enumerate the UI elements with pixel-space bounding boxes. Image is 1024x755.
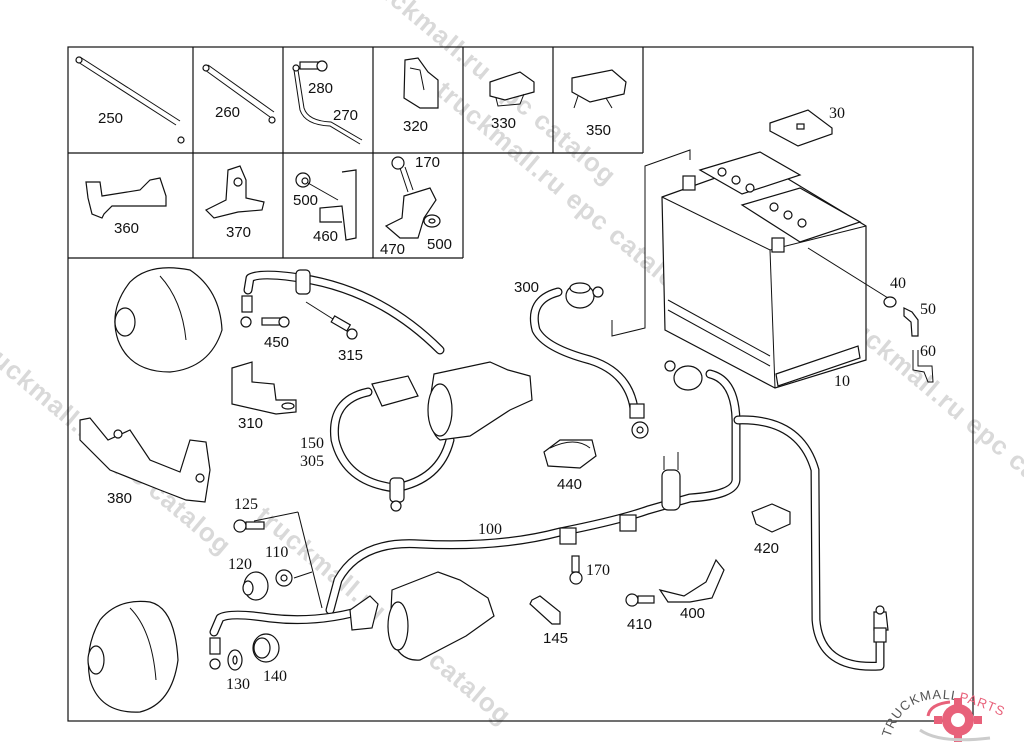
callout-30: 30	[829, 105, 845, 122]
part-100-battery-cable[interactable]	[325, 360, 889, 671]
callout-125: 125	[234, 496, 258, 513]
part-460-bracket[interactable]	[319, 169, 357, 241]
svg-text:TRUCKMALLPARTS: TRUCKMALLPARTS	[879, 687, 1008, 739]
gear-icon	[919, 698, 991, 742]
part-315-screw[interactable]	[330, 315, 358, 340]
callout-100: 100	[478, 521, 502, 538]
part-350-clip[interactable]	[571, 69, 627, 109]
callout-50: 50	[920, 301, 936, 318]
callout-315: 315	[338, 347, 364, 364]
part-400-bracket[interactable]	[658, 558, 725, 603]
callout-170: 170	[415, 154, 441, 171]
truckmall-parts-logo: TRUCKMALLPARTS	[870, 660, 1020, 750]
part-120-cap[interactable]	[242, 571, 269, 601]
part-50-vent-elbow[interactable]	[903, 307, 919, 337]
part-360-bracket[interactable]	[85, 177, 167, 219]
callout-40: 40	[890, 275, 906, 292]
callout-305: 305	[300, 453, 324, 470]
part-170-bolt-lower[interactable]	[569, 555, 583, 585]
callout-140: 140	[263, 668, 287, 685]
part-370-bracket[interactable]	[204, 165, 265, 219]
callout-350: 350	[586, 122, 612, 139]
part-140-cap[interactable]	[252, 633, 280, 663]
part-250-ground-strap[interactable]	[75, 56, 185, 144]
callout-250: 250	[98, 110, 124, 127]
part-125-screw[interactable]	[233, 519, 265, 533]
starter-motor-upper	[371, 361, 533, 441]
part-330-clip[interactable]	[489, 71, 535, 107]
callout-360: 360	[114, 220, 140, 237]
part-500-nut[interactable]	[295, 172, 339, 201]
callout-380: 380	[107, 490, 133, 507]
callout-470: 470	[380, 241, 406, 258]
part-310-bracket[interactable]	[231, 361, 297, 415]
part-380-bracket[interactable]	[79, 417, 211, 503]
part-305-cable[interactable]	[209, 595, 379, 670]
part-470-bracket[interactable]	[384, 187, 437, 239]
callout-110: 110	[265, 544, 289, 561]
part-270-ground-strap[interactable]	[292, 64, 363, 145]
part-420-clip[interactable]	[751, 503, 791, 533]
callout-leader	[293, 571, 313, 579]
callout-410: 410	[627, 616, 653, 633]
alternator-lower	[87, 600, 179, 713]
callout-120: 120	[228, 556, 252, 573]
callout-145: 145	[543, 630, 569, 647]
diagram-frame	[67, 46, 974, 722]
callout-170-lower: 170	[586, 562, 610, 579]
callout-60: 60	[920, 343, 936, 360]
callout-460: 460	[313, 228, 339, 245]
part-410-screw[interactable]	[625, 593, 655, 607]
callout-320: 320	[403, 118, 429, 135]
callout-10: 10	[834, 373, 850, 390]
callout-270: 270	[333, 107, 359, 124]
callout-leader	[611, 149, 691, 337]
callout-leader	[253, 511, 299, 522]
callout-130: 130	[226, 676, 250, 693]
part-130-washer[interactable]	[227, 649, 243, 671]
callout-370: 370	[226, 224, 252, 241]
callout-leader	[807, 247, 889, 299]
callout-420: 420	[754, 540, 780, 557]
callout-330: 330	[491, 115, 517, 132]
part-30-terminal-cover[interactable]	[769, 109, 833, 147]
part-60-vent-hose[interactable]	[912, 350, 934, 383]
part-500-washer[interactable]	[423, 214, 441, 228]
callout-400: 400	[680, 605, 706, 622]
part-110-nut[interactable]	[275, 569, 293, 587]
callout-leader	[297, 511, 323, 609]
part-150-cable[interactable]	[240, 269, 455, 512]
detail-grid	[68, 47, 644, 259]
callout-500: 500	[427, 236, 453, 253]
starter-motor-lower	[387, 571, 495, 661]
callout-310: 310	[238, 415, 264, 432]
part-280-screw[interactable]	[299, 60, 328, 72]
part-260-ground-strap[interactable]	[202, 64, 276, 124]
callout-500: 500	[293, 192, 319, 209]
alternator-upper	[114, 267, 223, 373]
callout-150: 150	[300, 435, 324, 452]
part-440-clip[interactable]	[543, 439, 597, 469]
part-320-clip[interactable]	[403, 57, 439, 109]
part-450-screw[interactable]	[261, 316, 290, 328]
part-170-bolt[interactable]	[391, 156, 414, 193]
part-10-battery[interactable]	[661, 151, 867, 389]
part-40-vent-plug[interactable]	[883, 296, 897, 308]
part-300-battery-cable[interactable]	[529, 282, 649, 439]
part-145-clip[interactable]	[529, 595, 561, 625]
callout-300: 300	[514, 279, 540, 296]
callout-450: 450	[264, 334, 290, 351]
callout-440: 440	[557, 476, 583, 493]
callout-260: 260	[215, 104, 241, 121]
callout-280: 280	[308, 80, 334, 97]
